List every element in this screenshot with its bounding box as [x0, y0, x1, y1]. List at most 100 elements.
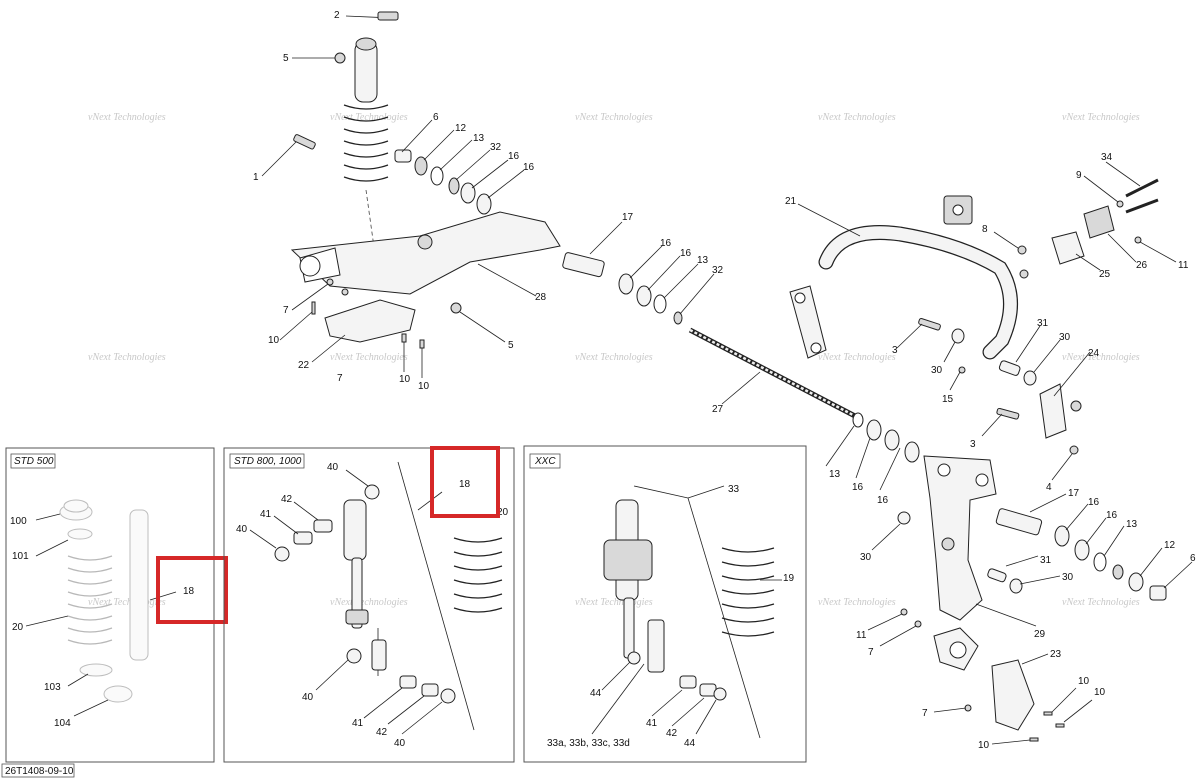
callout-9: 9	[1076, 170, 1082, 181]
inset-label: STD 800, 1000	[234, 456, 302, 467]
watermark: vNext Technologies	[88, 112, 166, 123]
clamp-cap	[1083, 205, 1115, 239]
callout-21: 21	[785, 196, 797, 207]
callout-16: 16	[680, 248, 692, 259]
nut-part	[334, 52, 346, 64]
callout-30: 30	[931, 365, 943, 376]
inset-std800: STD 800, 1000 40 42 41 40 40 41 42 40 2	[223, 446, 515, 763]
highlight-box	[430, 446, 500, 518]
callout-3: 3	[970, 439, 976, 450]
callout-40: 40	[302, 692, 314, 703]
callout-101: 101	[12, 551, 29, 562]
callout-20: 20	[12, 622, 24, 633]
link-rod	[789, 285, 827, 359]
callout-13: 13	[1126, 519, 1138, 530]
callout-29: 29	[1034, 629, 1046, 640]
callout-16: 16	[660, 238, 672, 249]
callout-30: 30	[1059, 332, 1071, 343]
watermark: vNext Technologies	[330, 352, 408, 363]
callout-5: 5	[283, 53, 289, 64]
sleeve-part	[562, 252, 605, 278]
callout-30: 30	[1062, 572, 1074, 583]
highlight-box	[156, 556, 228, 624]
callout-42: 42	[666, 728, 678, 739]
callout-31: 31	[1037, 318, 1049, 329]
callout-26: 26	[1136, 260, 1148, 271]
shock-body	[354, 41, 378, 103]
callout-5: 5	[508, 340, 514, 351]
watermarks: vNext Technologies vNext Technologies vN…	[88, 112, 1140, 608]
callout-41: 41	[260, 509, 272, 520]
shock-spring	[343, 104, 389, 182]
callout-44: 44	[684, 738, 696, 749]
callout-17: 17	[1068, 488, 1080, 499]
center-shaft-assembly: 17 16 16 13 32 27	[562, 212, 857, 419]
watermark: vNext Technologies	[818, 597, 896, 608]
callout-6: 6	[1190, 553, 1196, 564]
callout-18: 18	[459, 479, 471, 490]
callout-13: 13	[829, 469, 841, 480]
watermark: vNext Technologies	[1062, 352, 1140, 363]
callout-23: 23	[1050, 649, 1062, 660]
callout-25: 25	[1099, 269, 1111, 280]
callout-104: 104	[54, 718, 71, 729]
stabilizer-bar-assembly: 21 3 30 15 31 30 24 3 4	[785, 152, 1189, 493]
callout-44: 44	[590, 688, 602, 699]
callout-10: 10	[1094, 687, 1106, 698]
callout-16: 16	[852, 482, 864, 493]
diagram-code: 26T1408-09-10	[5, 766, 74, 777]
callout-17: 17	[622, 212, 634, 223]
watermark: vNext Technologies	[88, 352, 166, 363]
callout-16: 16	[523, 162, 535, 173]
callout-16: 16	[508, 151, 520, 162]
callout-27: 27	[712, 404, 724, 415]
watermark: vNext Technologies	[575, 597, 653, 608]
watermark: vNext Technologies	[330, 597, 408, 608]
link-bracket	[1039, 383, 1067, 439]
callout-32: 32	[712, 265, 724, 276]
callout-11: 11	[856, 630, 867, 641]
callout-12: 12	[455, 123, 467, 134]
main-shock-assembly: 2 5 1 6 12 13 32 16 16	[253, 10, 561, 392]
stabilizer-bar	[819, 226, 1017, 359]
callout-6: 6	[433, 112, 439, 123]
callout-40: 40	[236, 524, 248, 535]
bushing-block	[1051, 231, 1085, 265]
watermark: vNext Technologies	[818, 352, 896, 363]
callout-28: 28	[535, 292, 547, 303]
bolt-part	[293, 134, 316, 150]
inset-xxc: XXC 19 33 44 41 42 44 33a, 33b, 33c, 33d	[523, 445, 807, 763]
callout-7: 7	[868, 647, 874, 658]
a-arm	[290, 211, 561, 295]
callout-34: 34	[1101, 152, 1113, 163]
rear-skid-plate	[991, 659, 1035, 731]
spring-std500	[67, 555, 113, 645]
spring-xxc	[721, 547, 775, 637]
callout-15: 15	[942, 394, 954, 405]
callout-30: 30	[860, 552, 872, 563]
watermark: vNext Technologies	[330, 112, 408, 123]
skid-plate	[324, 299, 416, 343]
callout-33: 33	[728, 484, 740, 495]
callout-7: 7	[922, 708, 928, 719]
callout-16: 16	[877, 495, 889, 506]
callout-18: 18	[183, 586, 195, 597]
callout-3: 3	[892, 345, 898, 356]
watermark: vNext Technologies	[575, 352, 653, 363]
inset-label: STD 500	[14, 456, 54, 467]
spring-std800	[453, 537, 503, 613]
callout-42: 42	[281, 494, 293, 505]
callout-10: 10	[1078, 676, 1090, 687]
callout-22: 22	[298, 360, 310, 371]
pivot-shaft	[689, 328, 856, 418]
callout-13: 13	[473, 133, 485, 144]
callout-40: 40	[327, 462, 339, 473]
inset-std500: STD 500 100 101 20 103 104 18	[5, 447, 228, 763]
callout-11: 11	[1178, 260, 1189, 271]
callout-32: 32	[490, 142, 502, 153]
callout-12: 12	[1164, 540, 1176, 551]
callout-10: 10	[978, 740, 990, 751]
callout-41: 41	[646, 718, 658, 729]
shock-std500	[129, 509, 149, 661]
